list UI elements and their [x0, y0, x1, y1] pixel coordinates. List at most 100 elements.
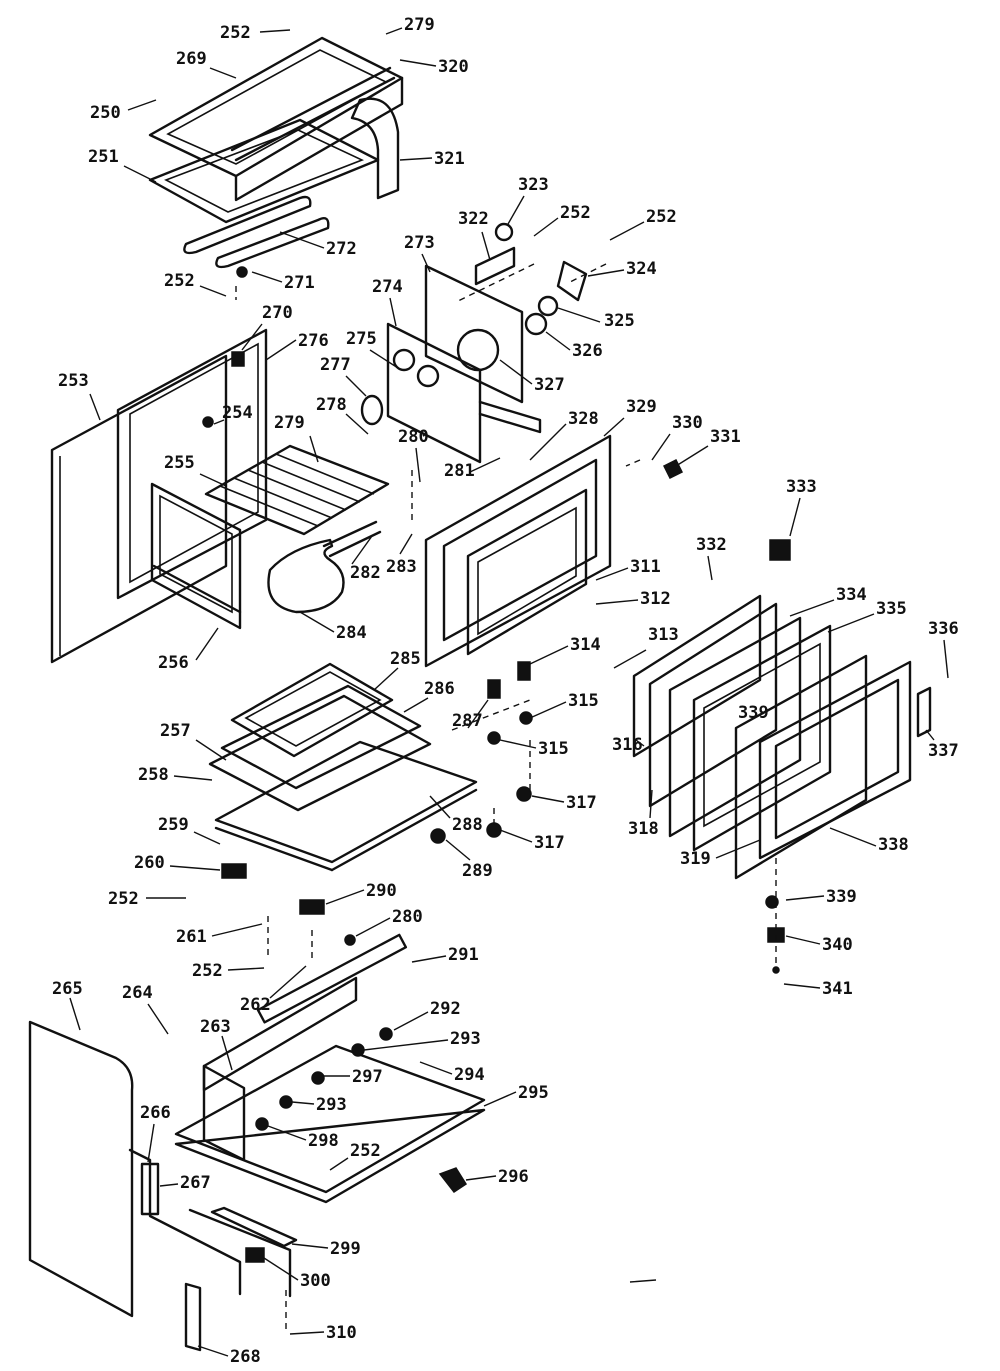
- callout-label: 289: [462, 861, 493, 881]
- callout-label: 293: [450, 1029, 481, 1049]
- callout-label: 336: [928, 619, 959, 639]
- callout-label: 252: [220, 23, 251, 43]
- callout-label: 324: [626, 259, 657, 279]
- callout-label: 300: [300, 1271, 331, 1291]
- callout-label: 273: [404, 233, 435, 253]
- callout-label: 335: [876, 599, 907, 619]
- callout-label: 293: [316, 1095, 347, 1115]
- callout-label: 282: [350, 563, 381, 583]
- callout-label: 339: [738, 703, 769, 723]
- backguard-bracket: [350, 97, 400, 200]
- callout-labels: 252 279 320 269 250 321 251 323 322 252 …: [52, 15, 959, 1367]
- callout-label: 331: [710, 427, 741, 447]
- callout-label: 292: [430, 999, 461, 1019]
- door-assembly: [632, 539, 932, 974]
- callout-label: 252: [164, 271, 195, 291]
- callout-label: 291: [448, 945, 479, 965]
- callout-label: 272: [326, 239, 357, 259]
- callout-label: 334: [836, 585, 867, 605]
- oven-inner-door: [150, 482, 242, 630]
- callout-label: 253: [58, 371, 89, 391]
- callout-label: 280: [392, 907, 423, 927]
- callout-label: 254: [222, 403, 253, 423]
- callout-label: 312: [640, 589, 671, 609]
- callout-label: 266: [140, 1103, 171, 1123]
- callout-label: 337: [928, 741, 959, 761]
- callout-label: 263: [200, 1017, 231, 1037]
- callout-label: 280: [398, 427, 429, 447]
- callout-label: 297: [352, 1067, 383, 1087]
- callout-label: 252: [350, 1141, 381, 1161]
- callout-label: 340: [822, 935, 853, 955]
- fasteners-bottom: [344, 661, 533, 946]
- drawer-body: [174, 933, 486, 1204]
- callout-label: 277: [320, 355, 351, 375]
- callout-label: 288: [452, 815, 483, 835]
- callout-label: 256: [158, 653, 189, 673]
- callout-label: 315: [538, 739, 569, 759]
- callout-label: 260: [134, 853, 165, 873]
- callout-label: 296: [498, 1167, 529, 1187]
- callout-label: 276: [298, 331, 329, 351]
- callout-label: 251: [88, 147, 119, 167]
- oven-liner-frame: [116, 328, 268, 600]
- burner-frame: [148, 118, 380, 224]
- callout-label: 268: [230, 1347, 261, 1367]
- callout-label: 281: [444, 461, 475, 481]
- callout-label: 271: [284, 273, 315, 293]
- callout-label: 285: [390, 649, 421, 669]
- callout-label: 333: [786, 477, 817, 497]
- callout-label: 321: [434, 149, 465, 169]
- control-components: [474, 222, 588, 336]
- callout-label: 283: [386, 557, 417, 577]
- callout-label: 338: [878, 835, 909, 855]
- callout-label: 286: [424, 679, 455, 699]
- burner-tubes: [183, 195, 330, 278]
- callout-label: 319: [680, 849, 711, 869]
- broiler-pan: [208, 662, 432, 812]
- callout-label: 259: [158, 815, 189, 835]
- callout-label: 269: [176, 49, 207, 69]
- callout-label: 279: [404, 15, 435, 35]
- callout-label: 252: [646, 207, 677, 227]
- callout-label: 264: [122, 983, 153, 1003]
- callout-label: 298: [308, 1131, 339, 1151]
- callout-label: 323: [518, 175, 549, 195]
- callout-label: 267: [180, 1173, 211, 1193]
- callout-label: 295: [518, 1083, 549, 1103]
- callout-label: 317: [566, 793, 597, 813]
- callout-label: 328: [568, 409, 599, 429]
- callout-label: 325: [604, 311, 635, 331]
- callout-label: 257: [160, 721, 191, 741]
- callout-label: 332: [696, 535, 727, 555]
- callout-label: 252: [192, 961, 223, 981]
- oven-rack: [204, 444, 390, 536]
- callout-label: 294: [454, 1065, 485, 1085]
- oven-bottom-tray: [214, 740, 478, 915]
- callout-label: 279: [274, 413, 305, 433]
- oven-side-panel-left: [50, 354, 228, 664]
- callout-label: 252: [108, 889, 139, 909]
- callout-label: 317: [534, 833, 565, 853]
- callout-label: 284: [336, 623, 367, 643]
- parts-drawing: [28, 36, 932, 1352]
- callout-label: 326: [572, 341, 603, 361]
- callout-label: 311: [630, 557, 661, 577]
- callout-label: 341: [822, 979, 853, 999]
- callout-label: 261: [176, 927, 207, 947]
- callout-label: 320: [438, 57, 469, 77]
- callout-label: 262: [240, 995, 271, 1015]
- callout-label: 290: [366, 881, 397, 901]
- callout-label: 330: [672, 413, 703, 433]
- callout-label: 250: [90, 103, 121, 123]
- callout-label: 329: [626, 397, 657, 417]
- callout-label: 322: [458, 209, 489, 229]
- callout-label: 315: [568, 691, 599, 711]
- callout-label: 339: [826, 887, 857, 907]
- storage-drawer-side: [28, 1020, 134, 1318]
- callout-label: 314: [570, 635, 601, 655]
- callout-label: 287: [452, 711, 483, 731]
- callout-label: 258: [138, 765, 169, 785]
- callout-label: 265: [52, 979, 83, 999]
